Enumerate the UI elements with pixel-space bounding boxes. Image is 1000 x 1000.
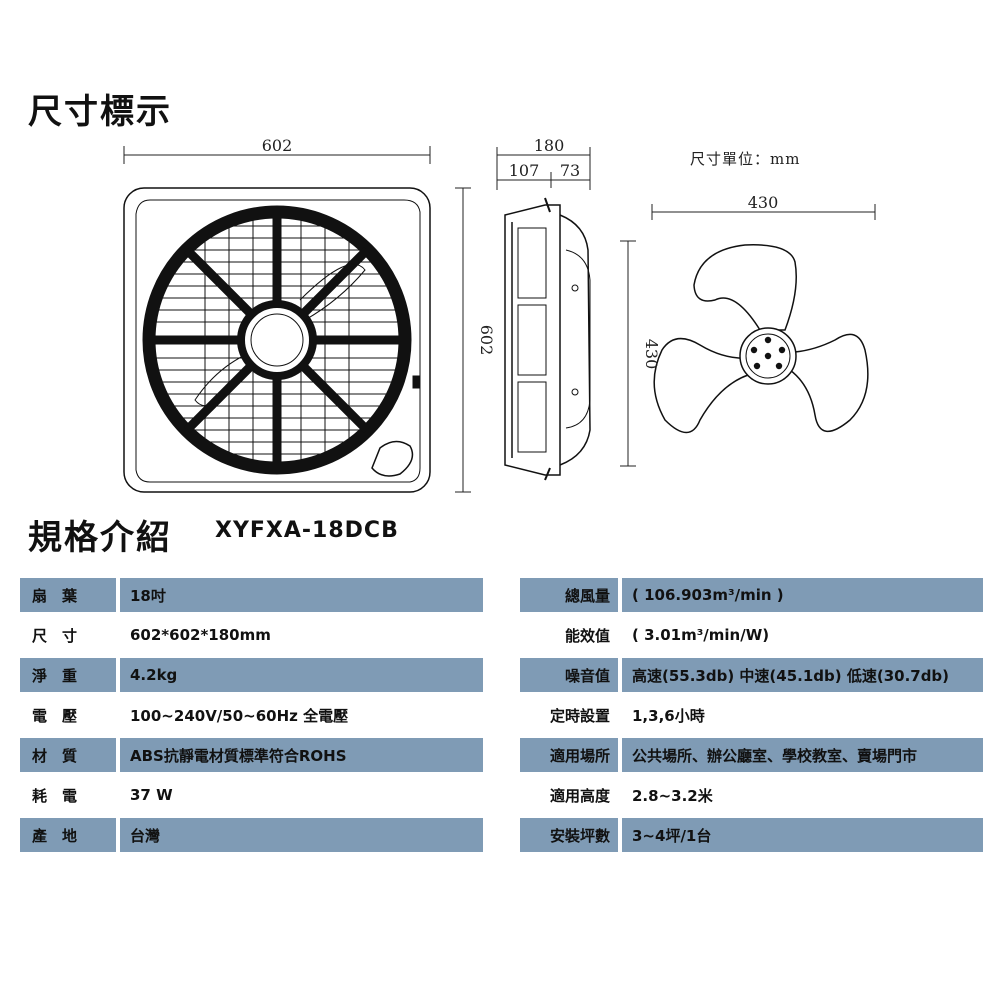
spec-value: ( 3.01m³/min/W) (632, 626, 770, 644)
spec-row: 適用場所公共場所、辦公廳室、學校教室、賣場門市 (520, 738, 983, 772)
dim-front-height: 602 (477, 325, 496, 356)
dim-blade-width: 430 (748, 193, 779, 212)
spec-label: 電 壓 (32, 706, 78, 725)
dim-side-depth: 180 (534, 136, 565, 155)
spec-label: 尺 寸 (32, 626, 78, 645)
spec-label: 總風量 (520, 578, 618, 612)
spec-label: 定時設置 (549, 706, 610, 725)
blade-view (653, 244, 869, 434)
spec-label: 產 地 (20, 818, 116, 852)
dim-blade-height: 430 (642, 339, 661, 370)
spec-label: 耗 電 (32, 786, 78, 805)
spec-row: 產 地台灣 (20, 818, 483, 852)
spec-label: 淨 重 (20, 658, 116, 692)
spec-value: 台灣 (120, 818, 483, 852)
dim-front-width: 602 (262, 136, 293, 155)
dim-side-part-b: 73 (560, 161, 580, 180)
spec-value: 4.2kg (120, 658, 483, 692)
spec-label: 噪音值 (520, 658, 618, 692)
spec-label: 材 質 (20, 738, 116, 772)
spec-value: 高速(55.3db) 中速(45.1db) 低速(30.7db) (622, 658, 983, 692)
spec-row: 能效值 ( 3.01m³/min/W) (520, 618, 983, 652)
spec-row: 噪音值高速(55.3db) 中速(45.1db) 低速(30.7db) (520, 658, 983, 692)
spec-value: 3~4坪/1台 (622, 818, 983, 852)
spec-value: 37 W (130, 786, 173, 804)
spec-value: 100~240V/50~60Hz 全電壓 (130, 706, 349, 725)
spec-row: 適用高度 2.8~3.2米 (520, 778, 983, 812)
technical-drawing: 602 602 180 107 73 430 430 (123, 136, 876, 493)
spec-value: ABS抗靜電材質標準符合ROHS (120, 738, 483, 772)
spec-row: 尺 寸 602*602*180mm (20, 618, 483, 652)
unit-label: 尺寸單位：mm (690, 150, 801, 168)
spec-row: 總風量( 106.903m³/min ) (520, 578, 983, 612)
spec-value: 2.8~3.2米 (632, 786, 713, 805)
spec-label: 安裝坪數 (520, 818, 618, 852)
spec-section-title: 規格介紹 (28, 518, 172, 558)
spec-value: 1,3,6小時 (632, 706, 705, 725)
spec-row: 耗 電 37 W (20, 778, 483, 812)
spec-row: 定時設置 1,3,6小時 (520, 698, 983, 732)
dim-side-part-a: 107 (509, 161, 540, 180)
spec-value: ( 106.903m³/min ) (622, 578, 983, 612)
model-number: XYFXA-18DCB (215, 518, 399, 543)
side-view (504, 197, 591, 481)
spec-label: 適用場所 (520, 738, 618, 772)
spec-value: 602*602*180mm (130, 626, 271, 644)
spec-label: 扇 葉 (20, 578, 116, 612)
spec-value: 18吋 (120, 578, 483, 612)
spec-row: 電 壓 100~240V/50~60Hz 全電壓 (20, 698, 483, 732)
spec-label: 能效值 (564, 626, 610, 645)
spec-label: 適用高度 (549, 786, 610, 805)
front-view (123, 187, 431, 493)
dimension-section-title: 尺寸標示 (28, 92, 172, 132)
spec-value: 公共場所、辦公廳室、學校教室、賣場門市 (622, 738, 983, 772)
